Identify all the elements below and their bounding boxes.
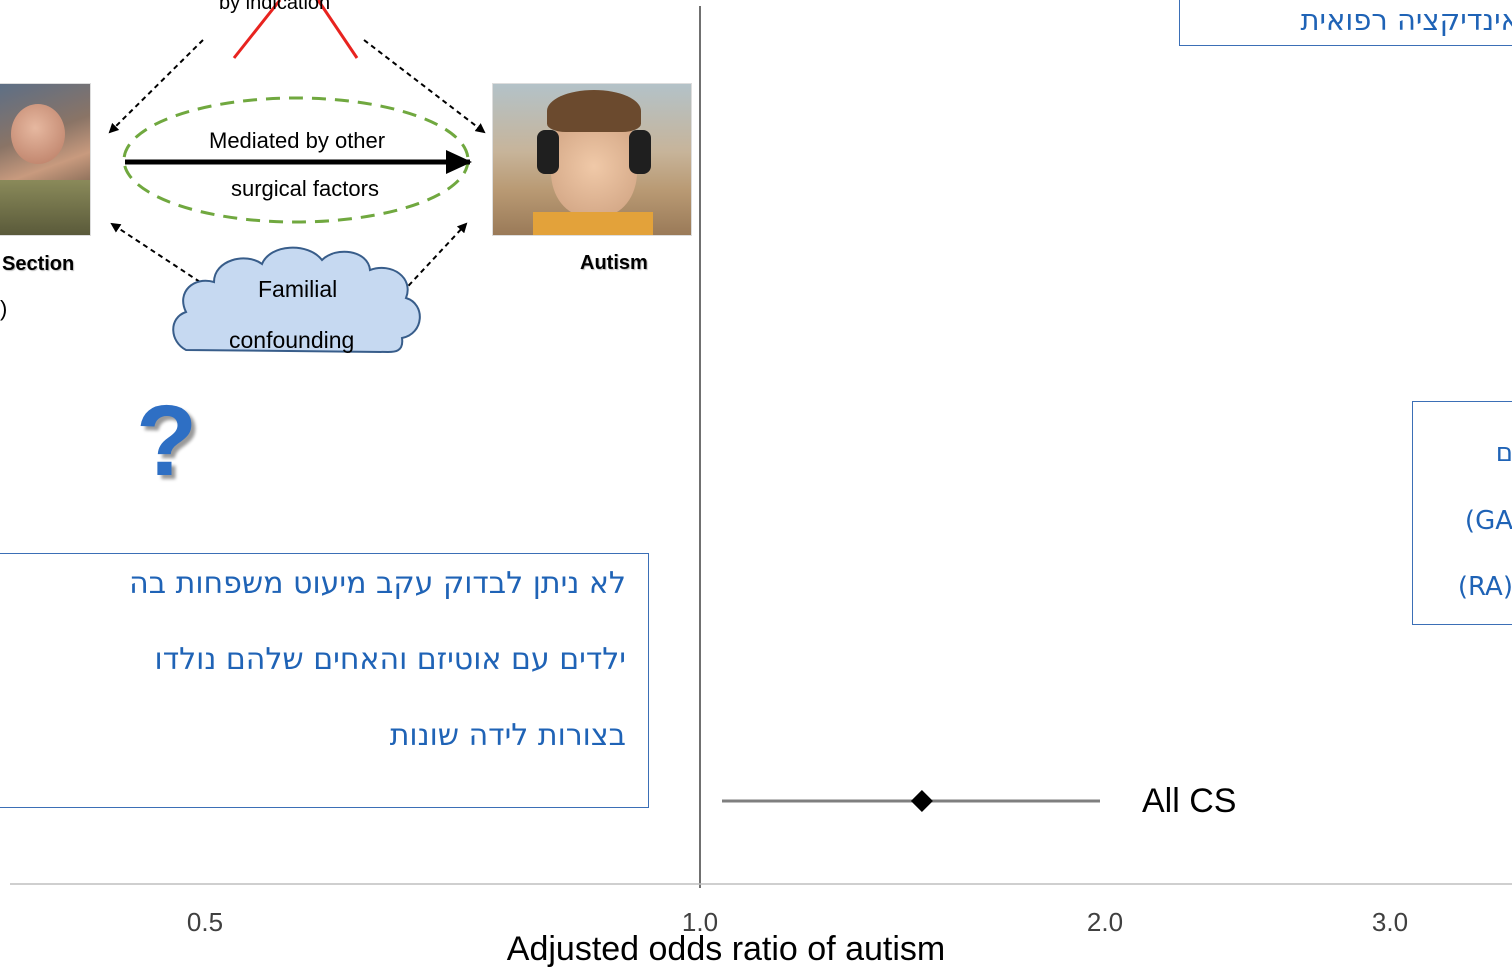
hebrew-left-line1: לא ניתן לבדוק עקב מיעוט משפחות בה bbox=[129, 566, 626, 601]
red-cross-left bbox=[232, 0, 282, 59]
hebrew-right-box: ם (GA (RA) bbox=[1412, 401, 1512, 625]
hebrew-left-box: לא ניתן לבדוק עקב מיעוט משפחות בה ילדים … bbox=[0, 553, 649, 808]
hebrew-top-box: אינדיקציה רפואית bbox=[1179, 0, 1512, 46]
mediated-line1: Mediated by other bbox=[209, 128, 386, 153]
estimate-point-all-cs bbox=[910, 790, 933, 812]
x-axis-title: Adjusted odds ratio of autism bbox=[506, 930, 946, 968]
indication-arrow-left bbox=[108, 39, 204, 134]
c-section-label: Section bbox=[2, 253, 75, 275]
hebrew-right-line2: (GA bbox=[1464, 506, 1512, 536]
hebrew-left-line2: ילדים עם אוטיזם והאחים שלהם נולדו bbox=[154, 642, 626, 677]
familial-cloud bbox=[172, 246, 421, 354]
x-tick-label: 3.0 bbox=[1371, 907, 1409, 937]
familial-line1: Familial bbox=[258, 276, 338, 302]
c-section-photo bbox=[0, 83, 91, 236]
indication-label: by indication bbox=[219, 0, 331, 14]
indication-arrow-right bbox=[363, 39, 486, 134]
x-tick-label: 2.0 bbox=[1086, 907, 1124, 937]
question-mark-icon: ? bbox=[136, 385, 198, 497]
series-label-all-cs: All CS bbox=[1142, 782, 1237, 820]
familial-line2: confounding bbox=[229, 327, 355, 353]
mediated-line2: surgical factors bbox=[231, 176, 379, 201]
x-tick-label: 1.0 bbox=[681, 907, 719, 937]
hebrew-right-line3: (RA) bbox=[1457, 572, 1512, 602]
red-cross-right bbox=[316, 0, 359, 59]
autism-label: Autism bbox=[580, 252, 648, 274]
autism-photo bbox=[492, 83, 692, 236]
familial-arrow-left bbox=[110, 222, 201, 283]
hebrew-left-line3: בצורות לידה שונות bbox=[389, 718, 626, 753]
x-tick-label: 0.5 bbox=[186, 907, 224, 937]
hebrew-top-text: אינדיקציה רפואית bbox=[1300, 3, 1512, 37]
hebrew-right-line1: ם bbox=[1495, 438, 1512, 468]
c-section-paren: ) bbox=[0, 296, 8, 321]
